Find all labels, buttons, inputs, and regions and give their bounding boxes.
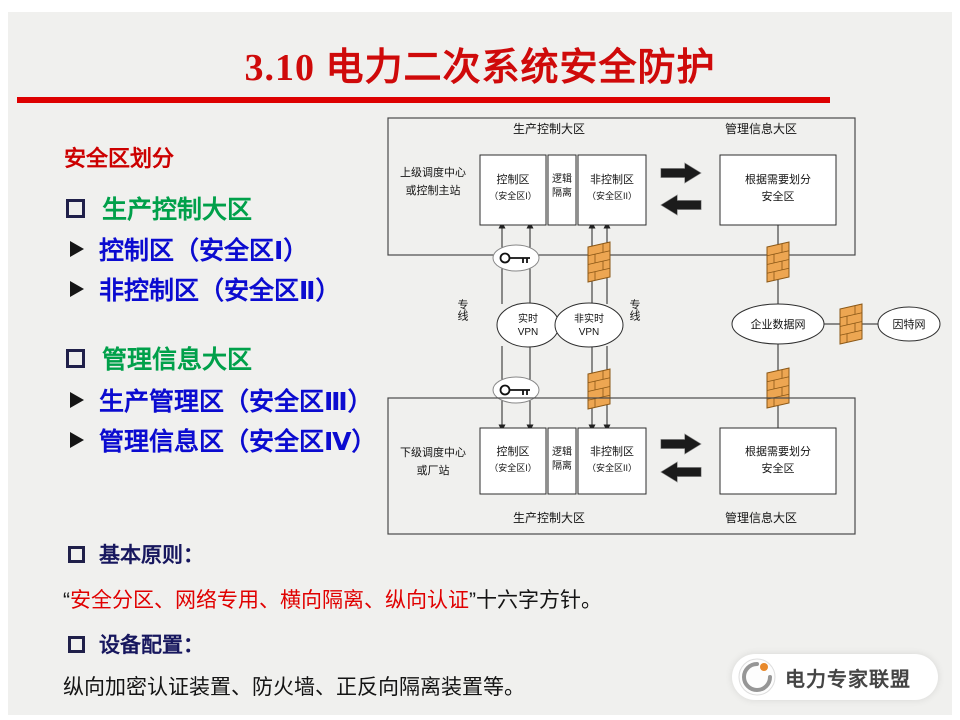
quote-text: 安全分区、网络专用、横向隔离、纵向认证 [70, 589, 469, 612]
square-bullet-icon [68, 635, 85, 653]
group-title-row: 管理信息大区 [66, 340, 252, 376]
list-item: 生产管理区（安全区Ⅲ） [70, 382, 373, 418]
page-title: 3.10 电力二次系统安全防护 [244, 47, 716, 89]
partition-box [719, 427, 837, 495]
list-item: 控制区（安全区Ⅰ） [70, 231, 308, 267]
arrow-bullet-icon [70, 241, 84, 257]
block-arrow-right-icon [660, 162, 702, 184]
group-title-row: 生产控制大区 [66, 190, 252, 226]
list-item-label: 管理信息区（安全区Ⅳ） [99, 428, 377, 456]
firewall-icon [587, 241, 611, 283]
firewall-icon [587, 368, 611, 410]
dedicated-line-label: 专线 [456, 298, 469, 321]
logical-isolation-box [547, 154, 577, 226]
partition-label: 根据需要划分 [745, 444, 811, 458]
devices-heading-row: 设备配置： [68, 629, 204, 659]
svg-text:实时: 实时 [518, 312, 538, 325]
arrow-bullet-icon [70, 392, 84, 408]
zone-label-production: 生产控制大区 [513, 122, 585, 136]
list-item-label: 生产管理区（安全区Ⅲ） [99, 388, 373, 416]
noncontrol-zone-sublabel: （安全区II） [587, 462, 637, 473]
svg-text:VPN: VPN [579, 327, 600, 338]
section-heading: 安全区划分 [64, 146, 175, 171]
arrow-bullet-icon [70, 432, 84, 448]
noncontrol-zone-box [577, 427, 647, 495]
square-bullet-icon [66, 198, 85, 218]
square-bullet-icon [66, 348, 85, 368]
devices-text: 纵向加密认证装置、防火墙、正反向隔离装置等。 [63, 676, 525, 699]
control-zone-sublabel: （安全区I） [489, 190, 537, 201]
control-zone-label: 控制区 [497, 172, 530, 186]
list-item-label: 控制区（安全区Ⅰ） [99, 237, 309, 265]
enterprise-network-ellipse: 企业数据网 [731, 303, 825, 345]
svg-text:因特网: 因特网 [893, 317, 926, 331]
partition-box [719, 154, 837, 226]
block-arrow-left-icon [660, 194, 702, 216]
vpn-nonrealtime-ellipse: 非实时 VPN [554, 302, 624, 348]
quote-close: ” [469, 589, 476, 612]
key-icon [492, 244, 540, 272]
control-zone-box [479, 154, 547, 226]
firewall-icon [766, 367, 790, 409]
noncontrol-zone-label: 非控制区 [590, 444, 634, 458]
lower-zone-box: 下级调度中心 或厂站 控制区 （安全区I） 逻辑 隔离 非控制区 （安全区II）… [387, 397, 856, 535]
principles-quote: “安全分区、网络专用、横向隔离、纵向认证”十六字方针。 [63, 584, 602, 614]
partition-sublabel: 安全区 [762, 189, 795, 203]
isolation-label: 逻辑 [552, 445, 572, 458]
noncontrol-zone-label: 非控制区 [590, 172, 634, 186]
svg-text:企业数据网: 企业数据网 [751, 317, 806, 331]
partition-sublabel: 安全区 [762, 461, 795, 475]
brand-label: 电力专家联盟 [785, 668, 911, 691]
list-item: 非控制区（安全区Ⅱ） [70, 271, 340, 307]
partition-label: 根据需要划分 [745, 172, 811, 186]
control-zone-label: 控制区 [497, 444, 530, 458]
key-icon [492, 376, 540, 404]
control-zone-sublabel: （安全区I） [489, 462, 537, 473]
list-item: 管理信息区（安全区Ⅳ） [70, 422, 376, 458]
zone-label-management: 管理信息大区 [725, 510, 797, 525]
firewall-icon [839, 303, 863, 345]
svg-text:VPN: VPN [518, 327, 539, 338]
zone-label-production: 生产控制大区 [513, 511, 585, 525]
quote-tail: 十六字方针。 [476, 589, 602, 612]
lower-site-label: 或厂站 [417, 463, 450, 477]
block-arrow-left-icon [660, 461, 702, 483]
noncontrol-zone-sublabel: （安全区II） [587, 190, 637, 201]
control-zone-box [479, 427, 547, 495]
quote-open: “ [63, 589, 70, 612]
isolation-label: 隔离 [552, 459, 572, 472]
group-title: 生产控制大区 [102, 196, 253, 224]
arrow-bullet-icon [70, 281, 84, 297]
isolation-label: 逻辑 [552, 172, 572, 185]
dedicated-line-label: 专线 [628, 298, 641, 321]
internet-ellipse: 因特网 [877, 306, 941, 342]
block-arrow-right-icon [660, 433, 702, 455]
principles-heading: 基本原则： [99, 544, 204, 567]
upper-site-label: 上级调度中心 [400, 165, 466, 179]
upper-zone-box: 生产控制大区 管理信息大区 上级调度中心 或控制主站 控制区 （安全区I） 逻辑… [387, 117, 856, 256]
isolation-label: 隔离 [552, 186, 572, 199]
devices-heading: 设备配置： [99, 634, 204, 657]
lower-site-label: 下级调度中心 [400, 445, 466, 459]
upper-site-label: 或控制主站 [406, 183, 461, 197]
svg-text:非实时: 非实时 [574, 312, 604, 325]
slide-background [8, 12, 952, 715]
vpn-realtime-ellipse: 实时 VPN [496, 302, 560, 348]
noncontrol-zone-box [577, 154, 647, 226]
zone-label-management: 管理信息大区 [725, 121, 797, 136]
logical-isolation-box [547, 427, 577, 495]
group-title: 管理信息大区 [102, 346, 253, 374]
list-item-label: 非控制区（安全区Ⅱ） [99, 277, 341, 305]
square-bullet-icon [68, 545, 85, 563]
brand-badge: 电力专家联盟 [732, 654, 938, 700]
principles-heading-row: 基本原则： [68, 539, 204, 569]
architecture-diagram: 生产控制大区 管理信息大区 上级调度中心 或控制主站 控制区 （安全区I） 逻辑… [387, 117, 941, 535]
brand-logo-icon [738, 658, 776, 696]
firewall-icon [766, 241, 790, 283]
title-underline [17, 97, 830, 103]
